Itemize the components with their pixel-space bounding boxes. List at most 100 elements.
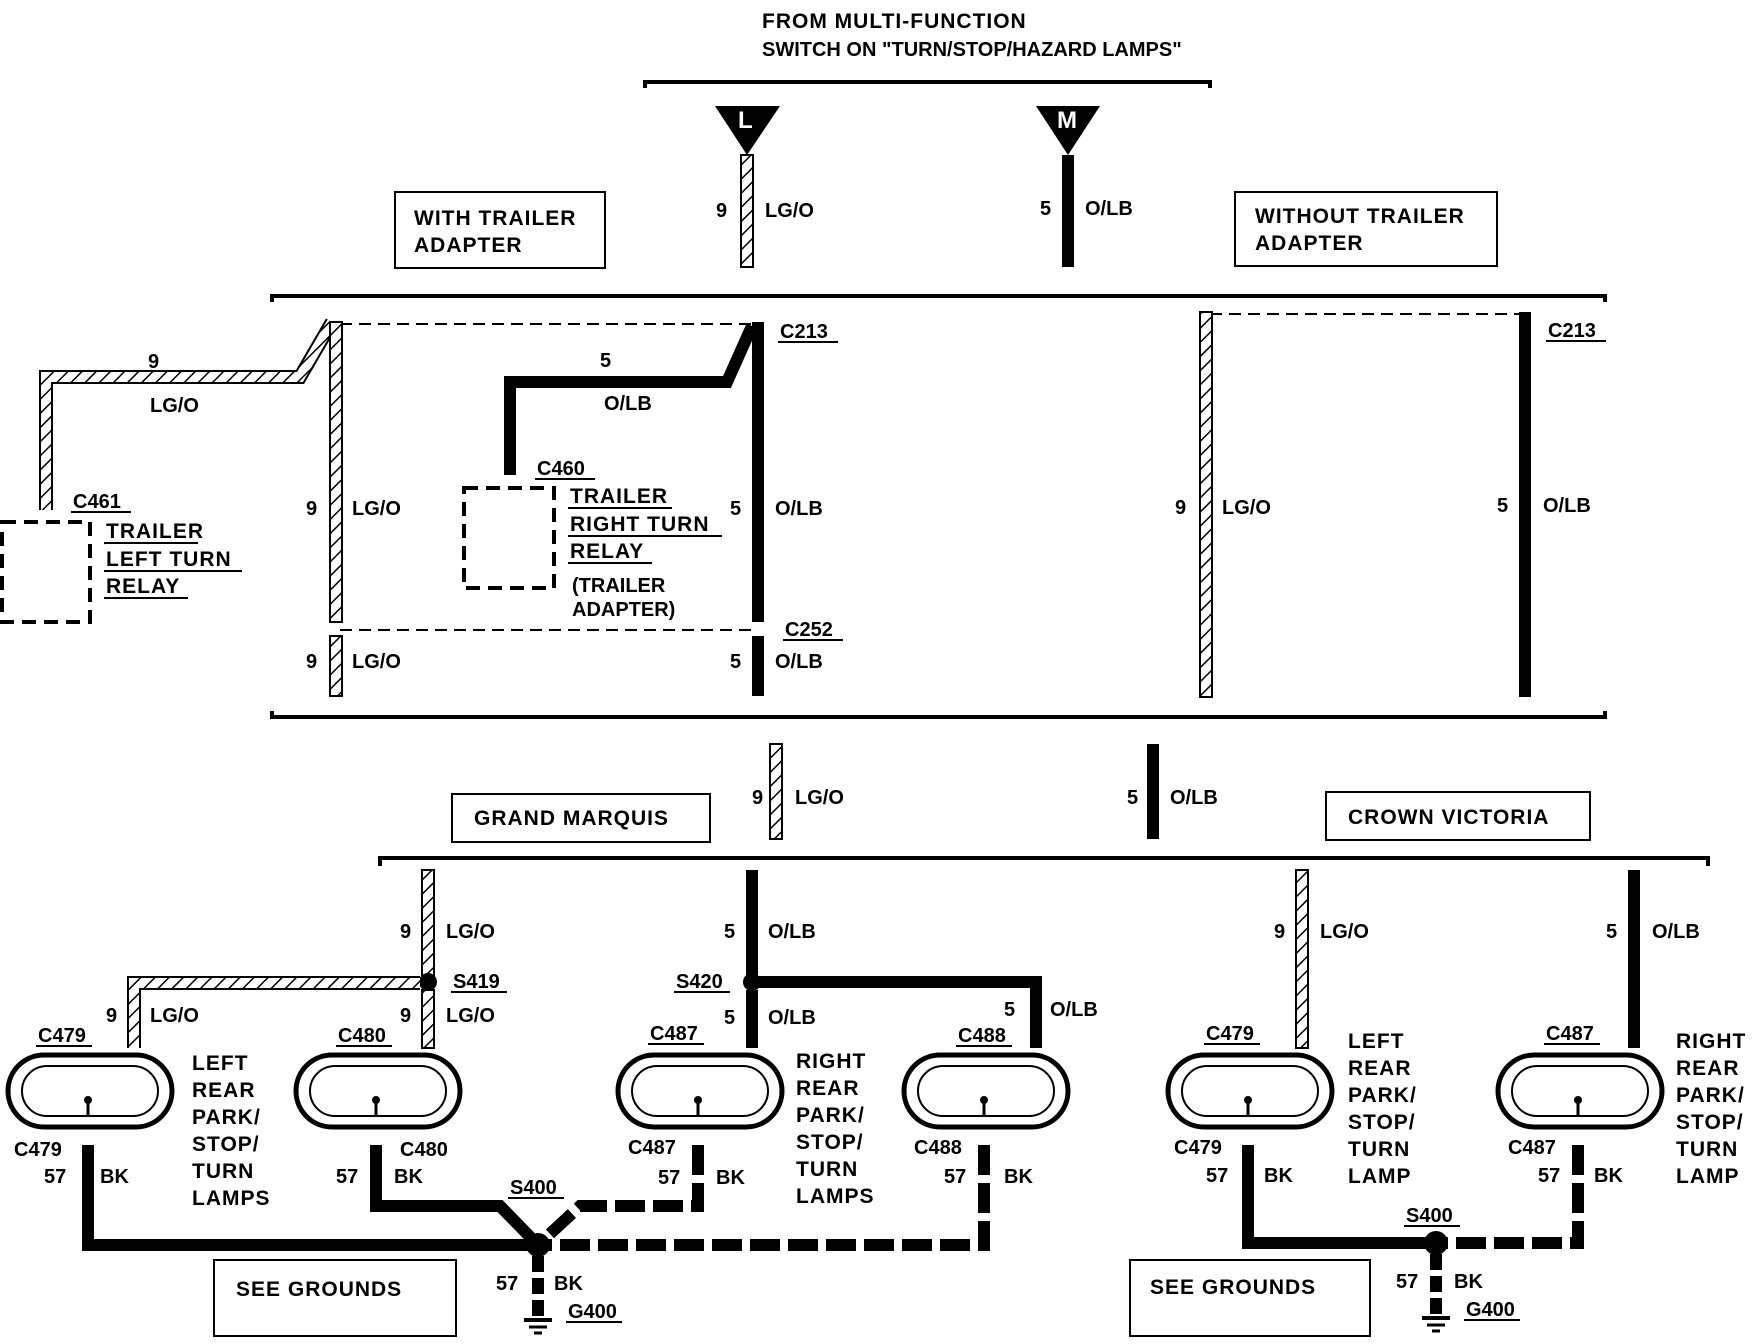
svg-text:9: 9 xyxy=(400,921,411,943)
wire-color-olb: O/LB xyxy=(1085,198,1133,220)
svg-text:5: 5 xyxy=(1497,495,1508,517)
svg-text:9: 9 xyxy=(306,651,317,673)
grand-marquis-box: GRAND MARQUIS xyxy=(451,793,711,843)
wire-circuit-9: 9 xyxy=(716,200,727,222)
with-trailer-adapter-box: WITH TRAILER ADAPTER xyxy=(394,191,606,269)
connector-c461: C461 xyxy=(73,491,121,513)
svg-text:ADAPTER: ADAPTER xyxy=(414,234,523,257)
svg-text:TURN: TURN xyxy=(796,1158,858,1181)
svg-text:9: 9 xyxy=(1175,497,1186,519)
svg-text:M: M xyxy=(1057,107,1077,134)
svg-text:5: 5 xyxy=(1127,787,1138,809)
svg-text:RELAY: RELAY xyxy=(106,575,180,598)
option-bracket-bottom xyxy=(270,711,1607,719)
svg-text:(TRAILER: (TRAILER xyxy=(572,575,666,597)
svg-text:S400: S400 xyxy=(1406,1205,1453,1227)
svg-text:LG/O: LG/O xyxy=(352,651,401,673)
wire-lgo-from-switch xyxy=(740,154,754,268)
svg-text:RELAY: RELAY xyxy=(570,540,644,563)
svg-text:LAMPS: LAMPS xyxy=(796,1185,875,1208)
connector-c460: C460 xyxy=(537,458,585,480)
gm-ground-wire-left xyxy=(82,1145,538,1251)
svg-text:57: 57 xyxy=(944,1166,966,1188)
wire-lgo-mid xyxy=(769,743,783,840)
svg-text:WITH TRAILER: WITH TRAILER xyxy=(414,207,576,230)
svg-text:O/LB: O/LB xyxy=(1170,787,1218,809)
svg-text:C487: C487 xyxy=(628,1137,676,1159)
svg-text:STOP/: STOP/ xyxy=(192,1133,260,1156)
svg-text:PARK/: PARK/ xyxy=(1676,1084,1745,1107)
svg-text:TURN: TURN xyxy=(1676,1138,1738,1161)
svg-text:57: 57 xyxy=(1396,1271,1418,1293)
svg-text:C487: C487 xyxy=(1546,1023,1594,1045)
svg-text:LG/O: LG/O xyxy=(446,1005,495,1027)
svg-text:RIGHT: RIGHT xyxy=(1676,1030,1746,1053)
lamp-c479-cv xyxy=(1165,1052,1335,1130)
svg-text:C479: C479 xyxy=(1206,1023,1254,1045)
crown-victoria-box: CROWN VICTORIA xyxy=(1325,791,1591,841)
svg-text:TRAILER: TRAILER xyxy=(106,520,204,543)
svg-text:TURN: TURN xyxy=(1348,1138,1410,1161)
svg-text:REAR: REAR xyxy=(1348,1057,1412,1080)
cv-ground-wire xyxy=(1242,1145,1436,1249)
trailer-left-relay xyxy=(0,520,92,624)
svg-text:BK: BK xyxy=(1004,1166,1033,1188)
svg-text:5: 5 xyxy=(600,350,611,372)
svg-text:9: 9 xyxy=(306,498,317,520)
svg-text:57: 57 xyxy=(1538,1165,1560,1187)
svg-text:5: 5 xyxy=(1004,999,1015,1021)
svg-text:RIGHT: RIGHT xyxy=(796,1050,866,1073)
see-grounds-box-1: SEE GROUNDS xyxy=(213,1259,457,1337)
svg-text:C487: C487 xyxy=(1508,1137,1556,1159)
svg-text:9: 9 xyxy=(1274,921,1285,943)
svg-text:C480: C480 xyxy=(400,1139,448,1161)
svg-text:O/LB: O/LB xyxy=(775,651,823,673)
wire-lgo-without-trailer xyxy=(1199,311,1213,698)
see-grounds-box-2: SEE GROUNDS xyxy=(1129,1259,1371,1337)
wire-lgo-below-c252 xyxy=(329,635,343,697)
gm-left-lamps-label: LEFT REAR PARK/ STOP/ TURN LAMPS xyxy=(192,1052,270,1210)
cv-left-lamp-label: LEFT REAR PARK/ STOP/ TURN LAMP xyxy=(1348,1030,1416,1188)
svg-text:GRAND MARQUIS: GRAND MARQUIS xyxy=(474,807,669,830)
svg-text:RIGHT TURN: RIGHT TURN xyxy=(570,513,710,536)
splice-s400-gm xyxy=(526,1233,550,1257)
connector-c252: C252 xyxy=(785,619,833,641)
svg-text:57: 57 xyxy=(1206,1165,1228,1187)
svg-text:STOP/: STOP/ xyxy=(1348,1111,1416,1134)
wire-color-lgo: LG/O xyxy=(765,200,814,222)
svg-text:LG/O: LG/O xyxy=(352,498,401,520)
svg-text:C488: C488 xyxy=(958,1025,1006,1047)
lamp-c487-cv xyxy=(1495,1052,1665,1130)
svg-text:BK: BK xyxy=(1594,1165,1623,1187)
splice-s400-cv xyxy=(1424,1231,1448,1255)
connector-c213-b: C213 xyxy=(1548,320,1596,342)
wire-olb-c213-c252 xyxy=(752,322,764,622)
svg-text:BK: BK xyxy=(554,1273,583,1295)
svg-text:PARK/: PARK/ xyxy=(192,1106,261,1129)
wire-lgo-c213-c252 xyxy=(329,321,343,623)
wire-olb-to-c460 xyxy=(504,323,758,475)
svg-text:C479: C479 xyxy=(1174,1137,1222,1159)
header-bracket xyxy=(643,80,1212,88)
svg-text:9: 9 xyxy=(106,1005,117,1027)
svg-text:BK: BK xyxy=(394,1166,423,1188)
header-line-2: SWITCH ON "TURN/STOP/HAZARD LAMPS" xyxy=(762,39,1182,61)
gm-right-lamps-label: RIGHT REAR PARK/ STOP/ TURN LAMPS xyxy=(796,1050,875,1208)
svg-text:O/LB: O/LB xyxy=(604,393,652,415)
svg-text:57: 57 xyxy=(496,1273,518,1295)
wire-olb-below-c252 xyxy=(752,636,764,696)
without-trailer-adapter-box: WITHOUT TRAILER ADAPTER xyxy=(1234,191,1498,267)
svg-text:ADAPTER: ADAPTER xyxy=(1255,232,1364,255)
model-bracket xyxy=(378,856,1710,866)
svg-text:SEE GROUNDS: SEE GROUNDS xyxy=(1150,1276,1316,1299)
svg-text:TRAILER: TRAILER xyxy=(570,485,668,508)
lamp-c479-gm xyxy=(5,1052,175,1130)
svg-text:LEFT: LEFT xyxy=(192,1052,249,1075)
svg-text:5: 5 xyxy=(724,1007,735,1029)
wire-olb-from-switch xyxy=(1062,155,1074,267)
svg-text:LEFT: LEFT xyxy=(1348,1030,1405,1053)
svg-text:L: L xyxy=(738,107,753,134)
svg-text:BK: BK xyxy=(100,1166,129,1188)
cv-right-lamp-label: RIGHT REAR PARK/ STOP/ TURN LAMP xyxy=(1676,1030,1746,1188)
